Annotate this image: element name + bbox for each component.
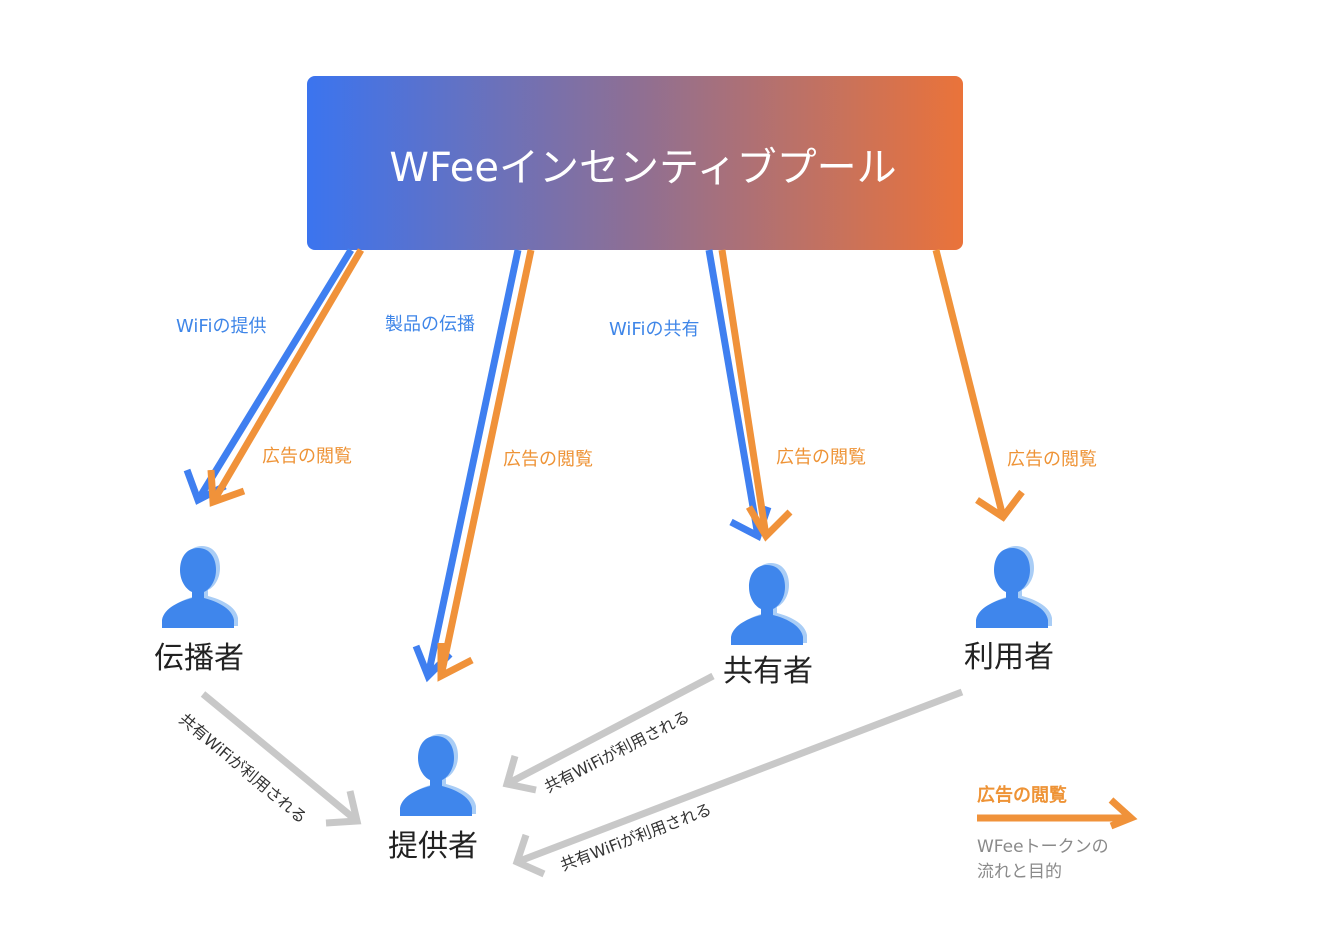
legend-line-2: 流れと目的 bbox=[977, 862, 1062, 882]
legend-line-1: WFeeトークンの bbox=[977, 837, 1109, 857]
label-wifi-share: WiFiの共有 bbox=[609, 319, 699, 340]
label-wifi-provide: WiFiの提供 bbox=[176, 316, 266, 337]
legend-title: 広告の閲覧 bbox=[977, 784, 1067, 806]
label-ad-view-2: 広告の閲覧 bbox=[503, 449, 593, 470]
arrow-ad-view-sharer bbox=[718, 249, 793, 542]
pool-title: WFeeインセンティブプール bbox=[389, 145, 896, 191]
role-label-provider: 提供者 bbox=[388, 829, 478, 864]
arrow-ad-view-user bbox=[932, 249, 1025, 522]
role-propagator: 伝播者 bbox=[154, 546, 244, 676]
role-provider: 提供者 bbox=[388, 734, 478, 864]
usage-arrows bbox=[200, 672, 964, 878]
person-icon bbox=[976, 546, 1052, 628]
person-icon bbox=[162, 546, 238, 628]
arrow-usage-from-user bbox=[512, 688, 964, 878]
arrow-usage-from-sharer bbox=[502, 672, 715, 794]
person-icon bbox=[731, 563, 807, 645]
arrow-usage-from-propagator bbox=[200, 691, 362, 827]
orange-flow-arrows bbox=[207, 248, 1025, 682]
arrow-ad-view-provider bbox=[437, 249, 535, 682]
legend: 広告の閲覧 WFeeトークンの 流れと目的 bbox=[977, 784, 1138, 882]
role-sharer: 共有者 bbox=[723, 563, 813, 689]
role-label-propagator: 伝播者 bbox=[154, 641, 244, 676]
legend-arrow bbox=[977, 797, 1138, 830]
role-label-sharer: 共有者 bbox=[723, 654, 813, 689]
label-ad-view-1: 広告の閲覧 bbox=[262, 446, 352, 467]
person-icon bbox=[400, 734, 476, 816]
arrow-ad-view-propagator bbox=[207, 248, 365, 507]
label-product-propagation: 製品の伝播 bbox=[385, 314, 475, 335]
role-label-user: 利用者 bbox=[964, 640, 1054, 675]
incentive-pool: WFeeインセンティブプール bbox=[307, 76, 963, 250]
label-ad-view-3: 広告の閲覧 bbox=[776, 447, 866, 468]
label-ad-view-4: 広告の閲覧 bbox=[1007, 449, 1097, 470]
role-user: 利用者 bbox=[964, 546, 1054, 675]
pool-box bbox=[307, 76, 963, 250]
